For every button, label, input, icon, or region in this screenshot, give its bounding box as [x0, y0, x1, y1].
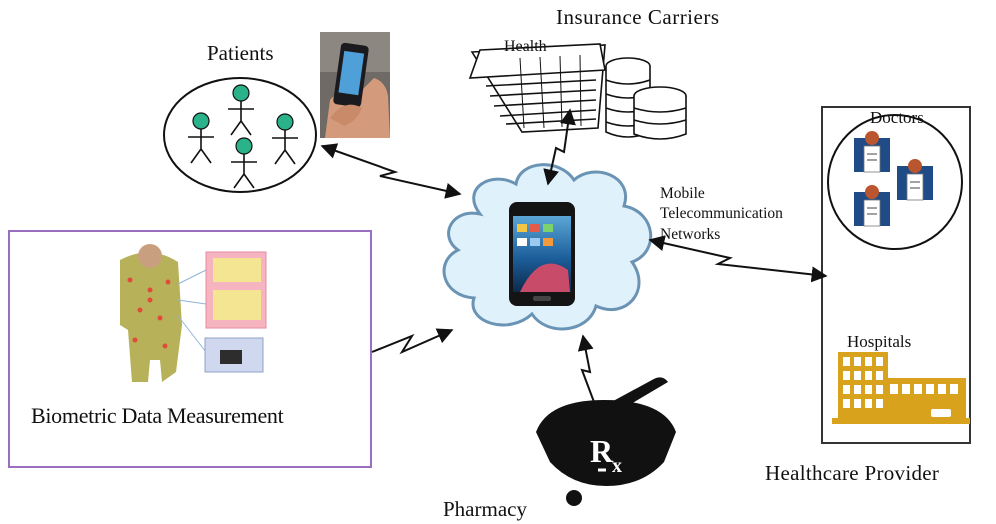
- patient-figure: [188, 112, 214, 164]
- hand-smartphone-image: [320, 32, 390, 138]
- healthcare-provider-label: Healthcare Provider: [765, 461, 940, 485]
- connector-providers: [648, 235, 828, 283]
- pharmacy-mortar-icon: R x: [536, 377, 676, 506]
- doctor-figure: [854, 185, 890, 227]
- svg-text:x: x: [612, 455, 622, 477]
- patients-label: Patients: [207, 41, 274, 65]
- patient-figure: [228, 84, 254, 136]
- insurance-building-icon: [468, 43, 687, 140]
- doctors-label: Doctors: [870, 108, 924, 127]
- connector-pharmacy: [577, 334, 603, 420]
- smartphone-icon: [509, 202, 575, 306]
- doctor-figure: [897, 159, 933, 201]
- mobile-networks-line: Networks: [660, 225, 721, 243]
- biometric-label: Biometric Data Measurement: [31, 403, 284, 428]
- hospital-icon: [832, 352, 970, 424]
- connector-insurance: [543, 108, 576, 186]
- connector-lines: [320, 108, 828, 420]
- connector-biometric: [371, 328, 454, 355]
- patient-stick-figures: [188, 84, 298, 189]
- mobile-networks-label: Mobile Telecommunication Networks: [660, 184, 783, 245]
- connector-patients: [320, 143, 462, 199]
- mobile-networks-line: Mobile: [660, 185, 705, 202]
- doctor-figures: [854, 131, 933, 227]
- insurance-carriers-label: Insurance Carriers: [556, 5, 720, 29]
- mobile-networks-line: Telecommunication: [660, 205, 783, 223]
- patient-figure: [231, 137, 257, 189]
- hospitals-label: Hospitals: [847, 332, 912, 351]
- health-label: Health: [504, 38, 547, 55]
- doctor-figure: [854, 131, 890, 173]
- biometric-measurement-box: [8, 230, 372, 468]
- svg-text:R: R: [590, 433, 614, 469]
- pharmacy-label: Pharmacy: [443, 497, 527, 521]
- patients-group: [163, 77, 317, 193]
- patient-figure: [272, 113, 298, 165]
